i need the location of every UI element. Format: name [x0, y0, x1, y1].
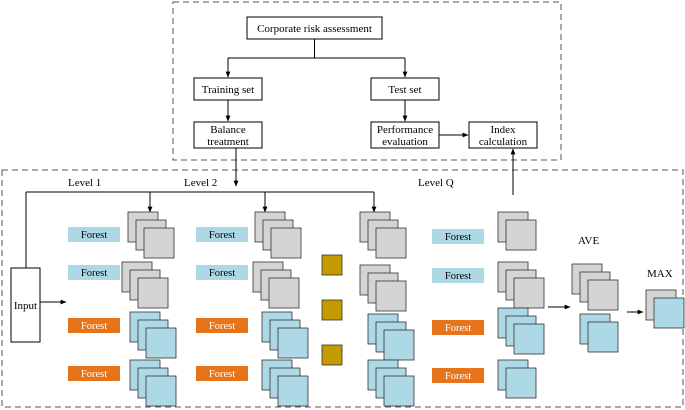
performance-evaluation-box: Performance evaluation [370, 121, 440, 149]
training-set-box: Training set [193, 77, 263, 101]
forest-label-blue: Forest [68, 265, 120, 280]
level-feed-lines [25, 191, 377, 268]
top-connectors [225, 39, 516, 195]
corporate-risk-label: Corporate risk assessment [257, 23, 372, 35]
ave-gray-stack [571, 263, 619, 311]
ellipsis-layer [321, 254, 343, 366]
level-q-label: Level Q [418, 177, 454, 189]
lx-cyan-stack-2 [367, 359, 415, 407]
forest-text: Forest [445, 323, 471, 334]
lq-gray-stack-2 [497, 261, 545, 309]
forest-label-orange: Forest [68, 318, 120, 333]
lx-gray-stack-1 [359, 211, 407, 259]
max-label: MAX [647, 268, 673, 280]
level-1-label: Level 1 [68, 177, 101, 189]
input-label: Input [14, 300, 37, 312]
ave-label: AVE [578, 235, 599, 247]
forest-label-orange: Forest [432, 368, 484, 383]
ellipsis-square [321, 299, 343, 321]
lq-cyan-stack-2 [497, 359, 537, 399]
lq-cyan-stack-1 [497, 307, 545, 355]
lx-gray-stack-2 [359, 264, 407, 312]
forest-label-blue: Forest [432, 268, 484, 283]
l1-gray-stack-2 [121, 261, 169, 309]
test-set-box: Test set [370, 77, 440, 101]
level-2-label: Level 2 [184, 177, 217, 189]
input-box: Input [10, 267, 41, 343]
l1-cyan-stack-1 [129, 311, 177, 359]
forest-text: Forest [209, 230, 235, 241]
forest-text: Forest [445, 371, 471, 382]
l2-cyan-stack-2 [261, 359, 309, 407]
index-label-1: Index [490, 124, 516, 136]
balance-treatment-box: Balance treatment [193, 121, 263, 149]
forest-label-blue: Forest [432, 229, 484, 244]
ellipsis-square [321, 254, 343, 276]
forest-label-blue: Forest [196, 265, 248, 280]
stack-layer [121, 211, 685, 407]
forest-text: Forest [81, 369, 107, 380]
corporate-risk-box: Corporate risk assessment [246, 16, 383, 40]
performance-label-1: Performance [377, 124, 433, 136]
l2-gray-stack-2 [252, 261, 300, 309]
forest-text: Forest [209, 268, 235, 279]
forest-text: Forest [81, 321, 107, 332]
forest-text: Forest [81, 268, 107, 279]
ave-cyan-stack [579, 313, 619, 353]
forest-label-orange: Forest [196, 318, 248, 333]
bottom-dashed-frame [1, 169, 684, 408]
max-gray-stack [645, 289, 685, 329]
lx-cyan-stack-1 [367, 313, 415, 361]
forest-label-blue: Forest [68, 227, 120, 242]
test-set-label: Test set [388, 84, 421, 96]
forest-layer: ForestForestForestForestForestForestFore… [68, 227, 484, 383]
l2-gray-stack-1 [254, 211, 302, 259]
balance-label-1: Balance [210, 124, 246, 136]
training-set-label: Training set [202, 84, 254, 96]
l2-cyan-stack-1 [261, 311, 309, 359]
l1-gray-stack-1 [127, 211, 175, 259]
forest-label-orange: Forest [432, 320, 484, 335]
lq-gray-stack-1 [497, 211, 537, 251]
forest-text: Forest [209, 369, 235, 380]
forest-label-orange: Forest [196, 366, 248, 381]
l1-cyan-stack-2 [129, 359, 177, 407]
index-label-2: calculation [479, 136, 528, 148]
forest-text: Forest [81, 230, 107, 241]
forest-text: Forest [209, 321, 235, 332]
ellipsis-square [321, 344, 343, 366]
forest-text: Forest [445, 271, 471, 282]
index-calculation-box: Index calculation [468, 121, 538, 149]
performance-label-2: evaluation [382, 136, 428, 148]
forest-text: Forest [445, 232, 471, 243]
forest-label-orange: Forest [68, 366, 120, 381]
forest-label-blue: Forest [196, 227, 248, 242]
top-dashed-frame [172, 1, 562, 161]
balance-label-2: treatment [207, 136, 249, 148]
